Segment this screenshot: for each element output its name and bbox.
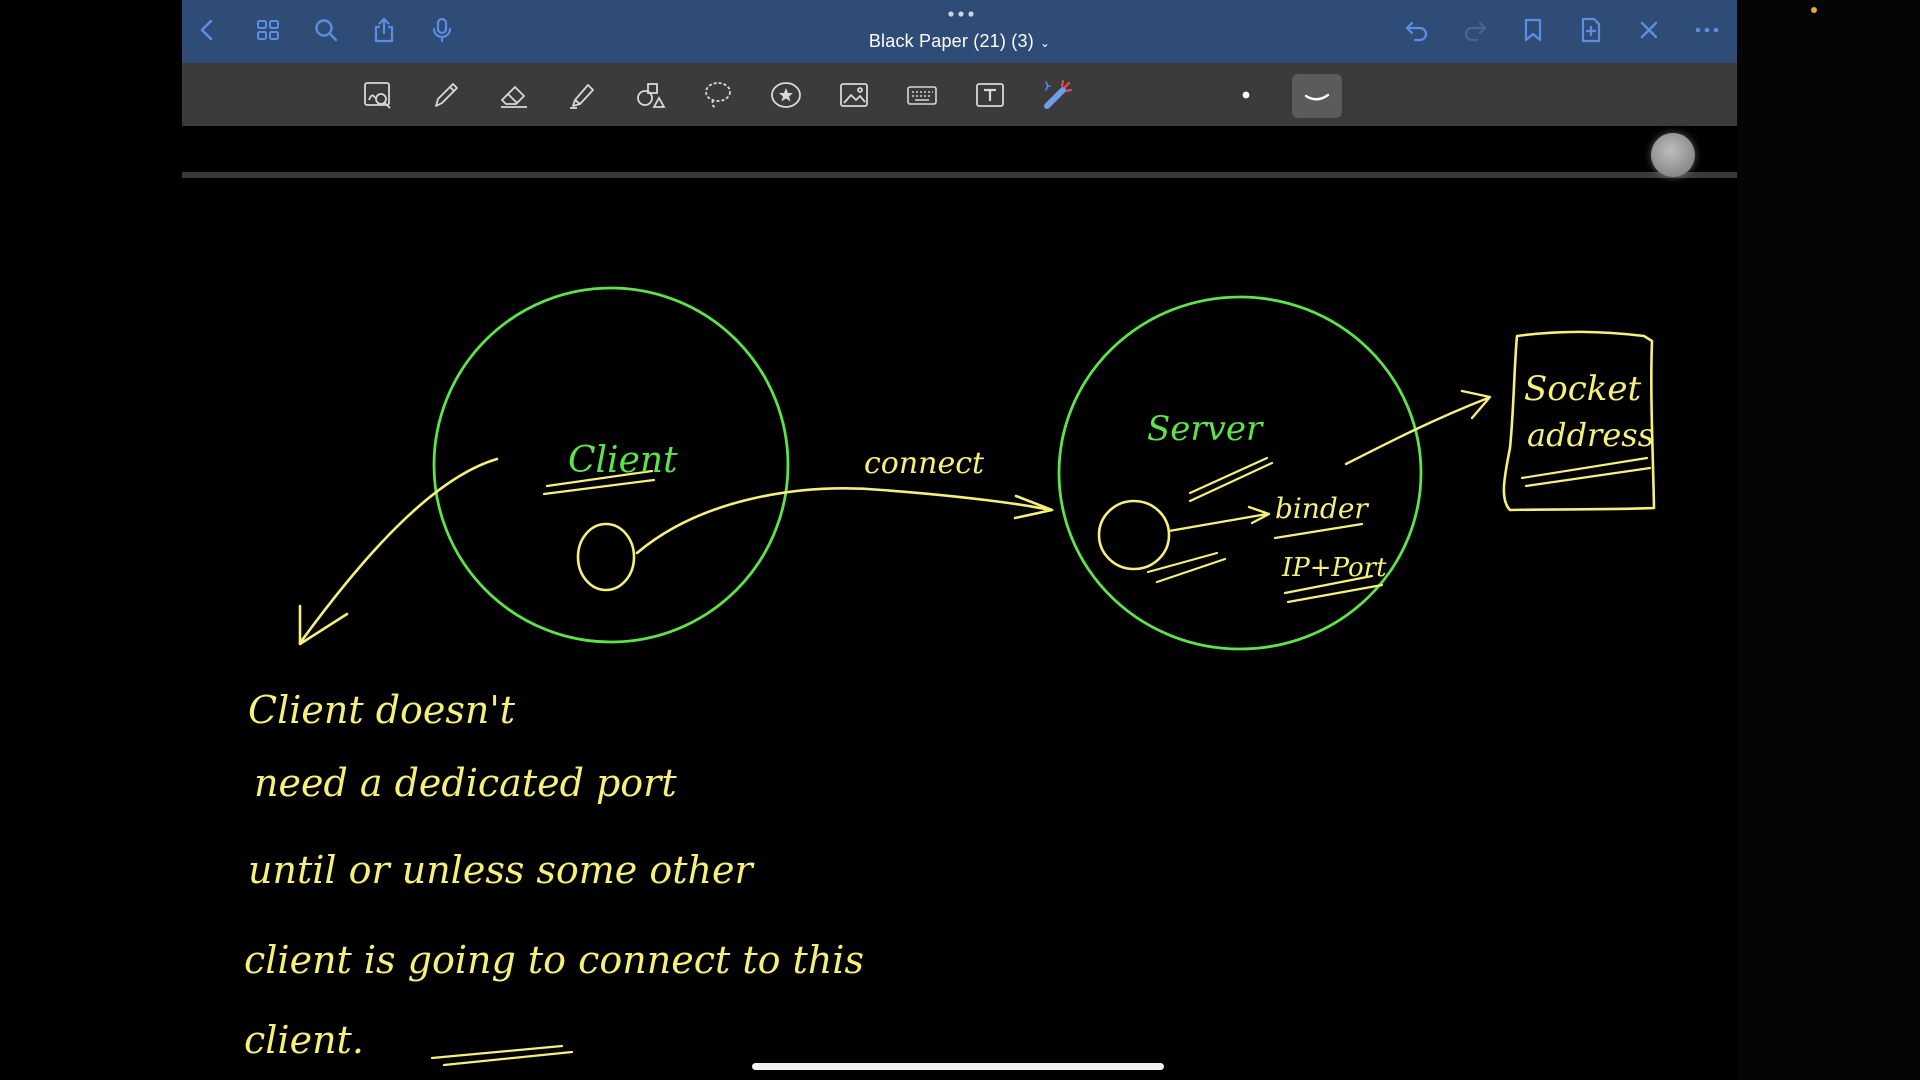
laser-pointer-icon — [1044, 80, 1072, 109]
navigation-bar: Black Paper (21) (3) ⌄ — [182, 0, 1737, 63]
document-title[interactable]: Black Paper (21) (3) ⌄ — [182, 31, 1737, 52]
more-icon — [1695, 27, 1719, 33]
drawing-toolbar — [182, 63, 1737, 126]
zoom-box-tool[interactable] — [360, 77, 396, 113]
scroll-position-knob[interactable] — [1651, 133, 1695, 177]
connect-label: connect — [864, 446, 985, 481]
microphone-button[interactable] — [426, 14, 458, 46]
socket-address-line1: Socket — [1524, 369, 1642, 409]
binder-underline — [1273, 522, 1364, 540]
bookmark-icon — [1524, 18, 1542, 42]
socket-address-arrow — [1344, 396, 1490, 466]
thumbnails-button[interactable] — [252, 14, 284, 46]
pen-icon — [435, 83, 458, 107]
client-note-arrowhead — [298, 604, 349, 646]
client-socket-circle — [576, 522, 636, 592]
socket-underline — [1146, 551, 1227, 584]
undo-icon — [1405, 21, 1428, 42]
note-line-1: Client doesn't — [248, 688, 516, 732]
shapes-icon — [637, 83, 666, 108]
lasso-tool[interactable] — [700, 77, 736, 113]
note-line-4: client is going to connect to this — [244, 938, 864, 982]
search-icon — [315, 19, 338, 42]
close-button[interactable] — [1633, 14, 1665, 46]
window-grabber-icon[interactable] — [946, 10, 976, 18]
image-icon — [840, 83, 868, 107]
grid-icon — [257, 20, 279, 40]
keyboard-tool[interactable] — [904, 77, 940, 113]
connect-arrowhead — [1013, 494, 1054, 520]
redo-button[interactable] — [1459, 14, 1491, 46]
recording-indicator-dot — [1811, 7, 1817, 13]
binder-arrow — [1167, 512, 1269, 533]
binder-label: binder — [1275, 492, 1369, 525]
socket-address-line2: address — [1527, 416, 1654, 454]
note-line-5: client. — [244, 1018, 364, 1062]
ip-port-underline — [1283, 574, 1384, 604]
eraser-tool[interactable] — [496, 77, 532, 113]
stroke-style-swatch[interactable] — [1292, 74, 1342, 118]
eraser-icon — [501, 86, 527, 108]
home-indicator[interactable] — [752, 1063, 1164, 1070]
text-box-icon — [976, 83, 1004, 107]
chevron-down-icon: ⌄ — [1039, 36, 1051, 50]
document-title-text: Black Paper (21) (3) — [868, 31, 1034, 51]
zoom-box-icon — [364, 82, 391, 109]
chevron-left-icon — [200, 19, 213, 41]
screen-margin — [1737, 0, 1920, 1080]
back-button[interactable] — [192, 14, 224, 46]
shapes-tool[interactable] — [632, 77, 668, 113]
keyboard-icon — [907, 86, 937, 105]
server-socket-circle — [1097, 499, 1171, 571]
socket-address-arrowhead — [1460, 389, 1492, 420]
share-button[interactable] — [368, 14, 400, 46]
client-label: Client — [568, 440, 678, 481]
pen-size-dot-icon[interactable] — [1240, 89, 1252, 101]
note-canvas[interactable]: Client connect Server binder IP+Port Soc… — [182, 178, 1737, 1080]
server-circle — [1057, 295, 1423, 651]
lasso-icon — [705, 82, 731, 109]
page-top-edge — [182, 172, 1737, 178]
server-label: Server — [1147, 409, 1264, 449]
bookmark-button[interactable] — [1517, 14, 1549, 46]
share-icon — [374, 17, 394, 43]
redo-icon — [1464, 21, 1487, 42]
text-box-tool[interactable] — [972, 77, 1008, 113]
curve-stroke-icon — [1304, 93, 1330, 101]
add-page-icon — [1581, 17, 1601, 43]
highlighter-icon — [570, 84, 594, 109]
image-tool[interactable] — [836, 77, 872, 113]
socket-address-box — [1502, 330, 1656, 512]
pen-tool[interactable] — [428, 77, 464, 113]
client-note-arrow — [298, 457, 499, 645]
search-button[interactable] — [310, 14, 342, 46]
note-underline — [430, 1044, 574, 1067]
binder-arrowhead — [1247, 505, 1271, 525]
highlighter-tool[interactable] — [564, 77, 600, 113]
microphone-icon — [432, 17, 452, 43]
undo-button[interactable] — [1401, 14, 1433, 46]
add-page-button[interactable] — [1575, 14, 1607, 46]
connect-arrow — [635, 487, 1052, 555]
server-underline — [1188, 456, 1274, 503]
sticker-icon — [771, 82, 801, 108]
ip-port-label: IP+Port — [1281, 553, 1387, 583]
client-circle — [432, 286, 790, 644]
laser-pointer-tool[interactable] — [1040, 77, 1076, 113]
note-line-2: need a dedicated port — [254, 761, 677, 805]
close-icon — [1640, 21, 1658, 39]
more-button[interactable] — [1691, 14, 1723, 46]
sticker-tool[interactable] — [768, 77, 804, 113]
notes-app-window: Black Paper (21) (3) ⌄ — [182, 0, 1737, 1080]
note-line-3: until or unless some other — [248, 848, 755, 892]
socket-address-underline — [1520, 456, 1652, 488]
client-underline — [542, 469, 656, 496]
